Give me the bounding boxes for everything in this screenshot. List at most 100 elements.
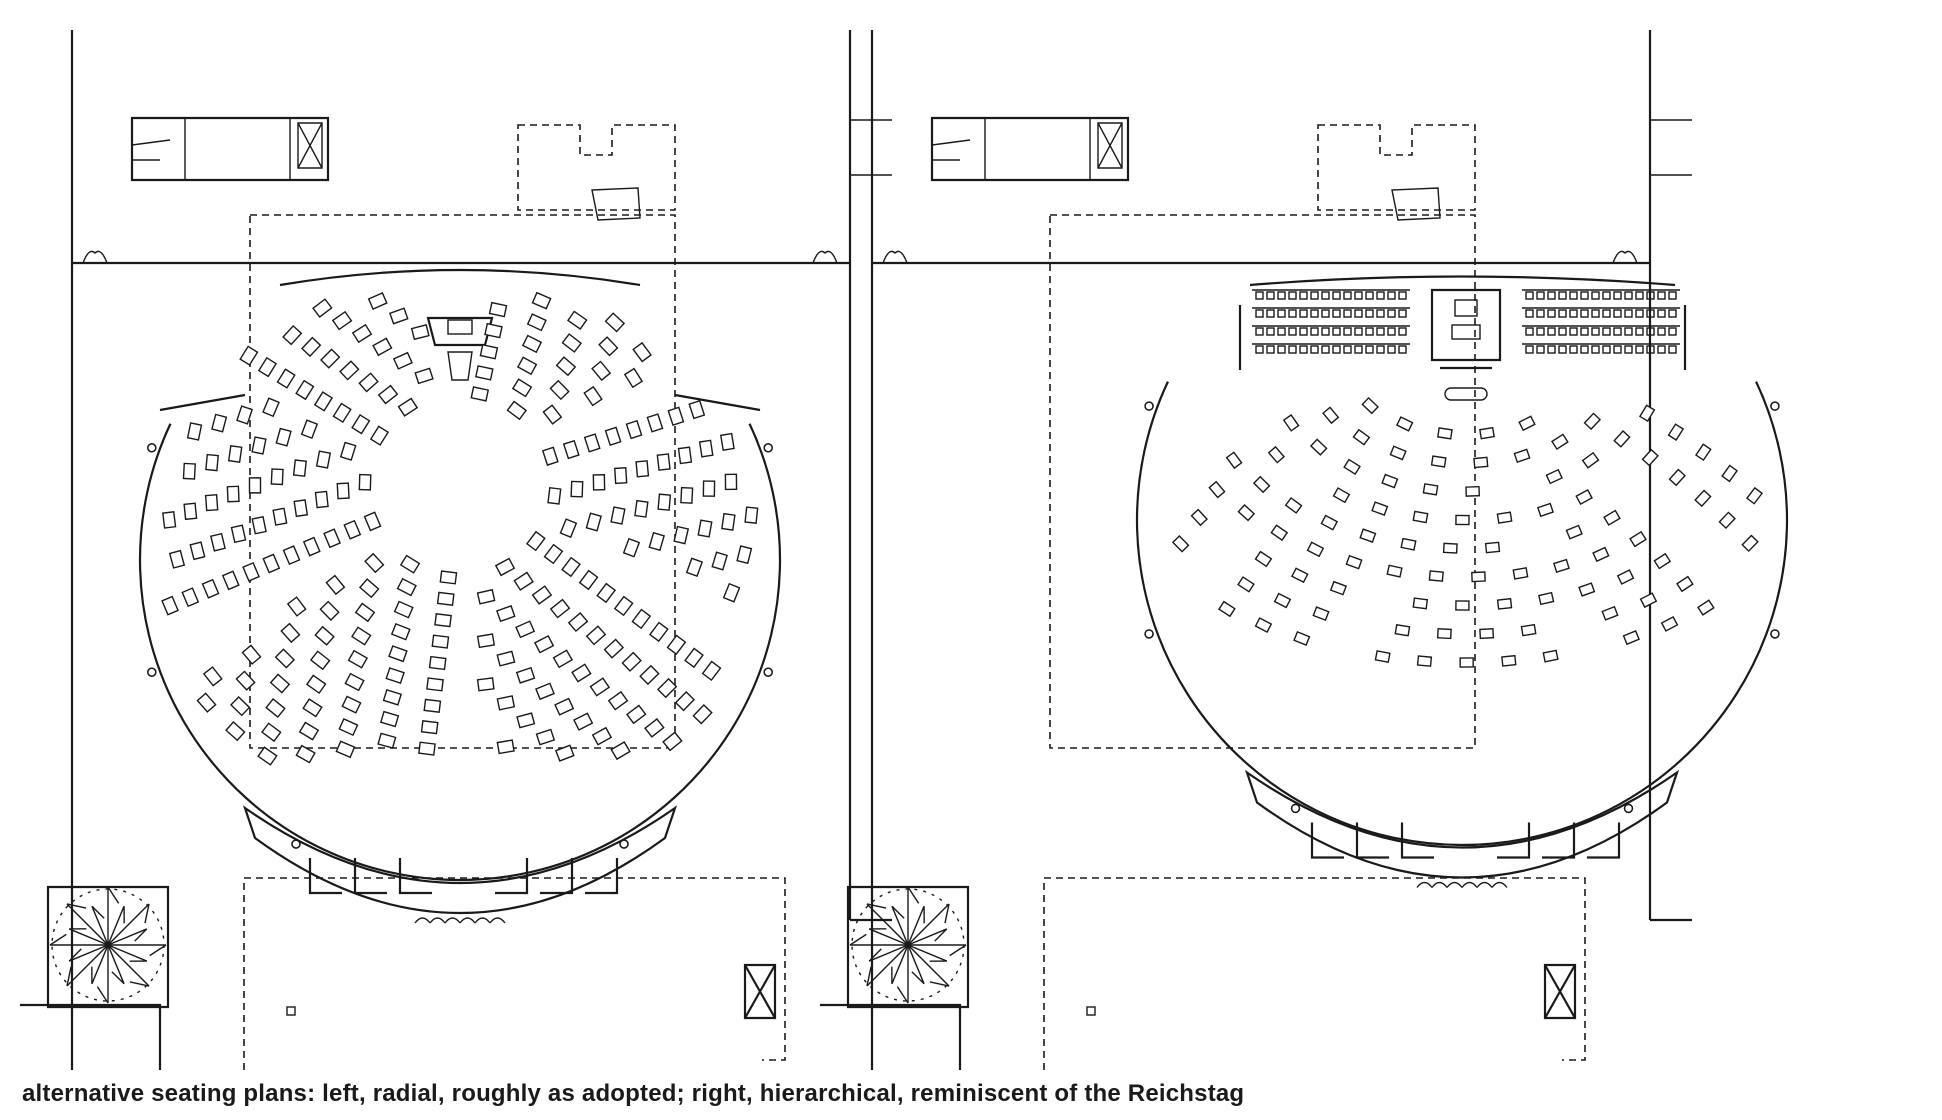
government-seat [1398, 327, 1407, 336]
radial-seat [598, 336, 619, 357]
radial-seat [578, 569, 599, 591]
booth-left [353, 858, 387, 895]
radial-seat [434, 613, 452, 628]
government-seat [1387, 309, 1396, 318]
hierarchical-seat [1676, 575, 1694, 593]
radial-seat [521, 334, 543, 354]
radial-seat [189, 541, 206, 561]
radial-seat [673, 525, 690, 545]
radial-seat [475, 365, 494, 381]
gallery-divider [674, 393, 761, 412]
radial-seat [648, 531, 665, 552]
government-seat [1613, 345, 1622, 354]
hierarchical-seat [1190, 508, 1208, 527]
hierarchical-seat [1465, 485, 1481, 497]
government-seat [1646, 327, 1655, 336]
hierarchical-seat-rows [1171, 396, 1763, 668]
hierarchical-seat [1479, 627, 1495, 640]
hierarchical-seat [1660, 615, 1679, 632]
stair-treads [931, 139, 971, 161]
hierarchical-seat [1430, 455, 1447, 468]
radial-seat [377, 732, 397, 749]
government-seat [1277, 309, 1286, 318]
hierarchical-seat [1237, 503, 1256, 522]
radial-seat [622, 537, 641, 558]
radial-seat [667, 406, 685, 426]
radial-seat [298, 721, 320, 741]
lower-left-wall [820, 1003, 962, 1070]
radial-seat [511, 378, 533, 398]
radial-seat [351, 323, 373, 344]
hierarchical-seat [1603, 509, 1621, 526]
radial-seat [257, 746, 278, 766]
hierarchical-seat [1622, 629, 1640, 646]
government-seat [1569, 309, 1578, 318]
radial-seat [555, 356, 577, 377]
hierarchical-seat [1520, 623, 1537, 637]
government-seat [1332, 345, 1341, 354]
radial-seat [701, 660, 722, 682]
radial-seat [358, 372, 379, 393]
pilaster [1623, 803, 1634, 814]
tree-twig [96, 986, 109, 1004]
government-seat [1255, 309, 1264, 318]
tree-branch [107, 944, 148, 962]
government-seat [1321, 327, 1330, 336]
radial-seat [305, 674, 327, 695]
radial-seat [666, 634, 687, 656]
radial-seat [414, 367, 434, 385]
hierarchical-seat [1473, 456, 1489, 469]
tree-branch [66, 944, 109, 987]
radial-seat [302, 536, 321, 557]
booth-right [1542, 822, 1576, 859]
radial-seat [476, 633, 496, 649]
radial-seat [531, 585, 553, 605]
hierarchical-seat [1638, 404, 1656, 423]
hierarchical-seat [1512, 567, 1529, 580]
radial-seat [341, 695, 362, 714]
hierarchical-seat [1696, 599, 1715, 616]
hierarchical-seat [1513, 448, 1531, 464]
hierarchical-seating-plan [820, 30, 1789, 1070]
radial-seat [282, 545, 301, 566]
radial-seat [262, 553, 281, 574]
radial-seat [295, 744, 316, 764]
government-seat [1277, 345, 1286, 354]
radial-seat [335, 740, 356, 759]
radial-seat [656, 453, 671, 471]
radial-seat [721, 512, 736, 531]
hierarchical-seat [1592, 546, 1610, 563]
radial-seat [724, 473, 738, 491]
hierarchical-seat [1442, 542, 1458, 554]
tree-twig [134, 928, 148, 942]
radial-seat [657, 493, 672, 511]
radial-seat [744, 506, 759, 524]
government-seat [1354, 345, 1363, 354]
radial-seat [559, 518, 578, 539]
tree-twig [68, 948, 82, 962]
hierarchical-seat [1536, 502, 1554, 518]
radial-seat [571, 663, 592, 683]
right-wall-ticks [1650, 119, 1692, 176]
booth-left [308, 858, 342, 895]
tree-twig [934, 928, 948, 942]
hierarchical-seat [1553, 558, 1570, 573]
tree-branch [91, 905, 109, 946]
radial-seat [496, 650, 516, 667]
radial-seat [603, 638, 625, 659]
government-seat [1668, 309, 1677, 318]
tree-branch [107, 928, 148, 946]
hierarchical-seat [1291, 567, 1309, 584]
tree-twig [866, 903, 887, 909]
radial-seat [227, 445, 243, 463]
radial-seat [251, 515, 267, 535]
tree-twig [111, 971, 125, 985]
government-arc [1249, 275, 1676, 287]
radial-seat [339, 360, 360, 381]
radial-seat [261, 722, 282, 743]
tree-branch [107, 903, 150, 946]
hierarchical-seat [1208, 480, 1226, 499]
pilaster [1770, 401, 1780, 411]
crossed-box-icon [743, 963, 777, 1020]
hierarchical-seat [1437, 427, 1453, 440]
